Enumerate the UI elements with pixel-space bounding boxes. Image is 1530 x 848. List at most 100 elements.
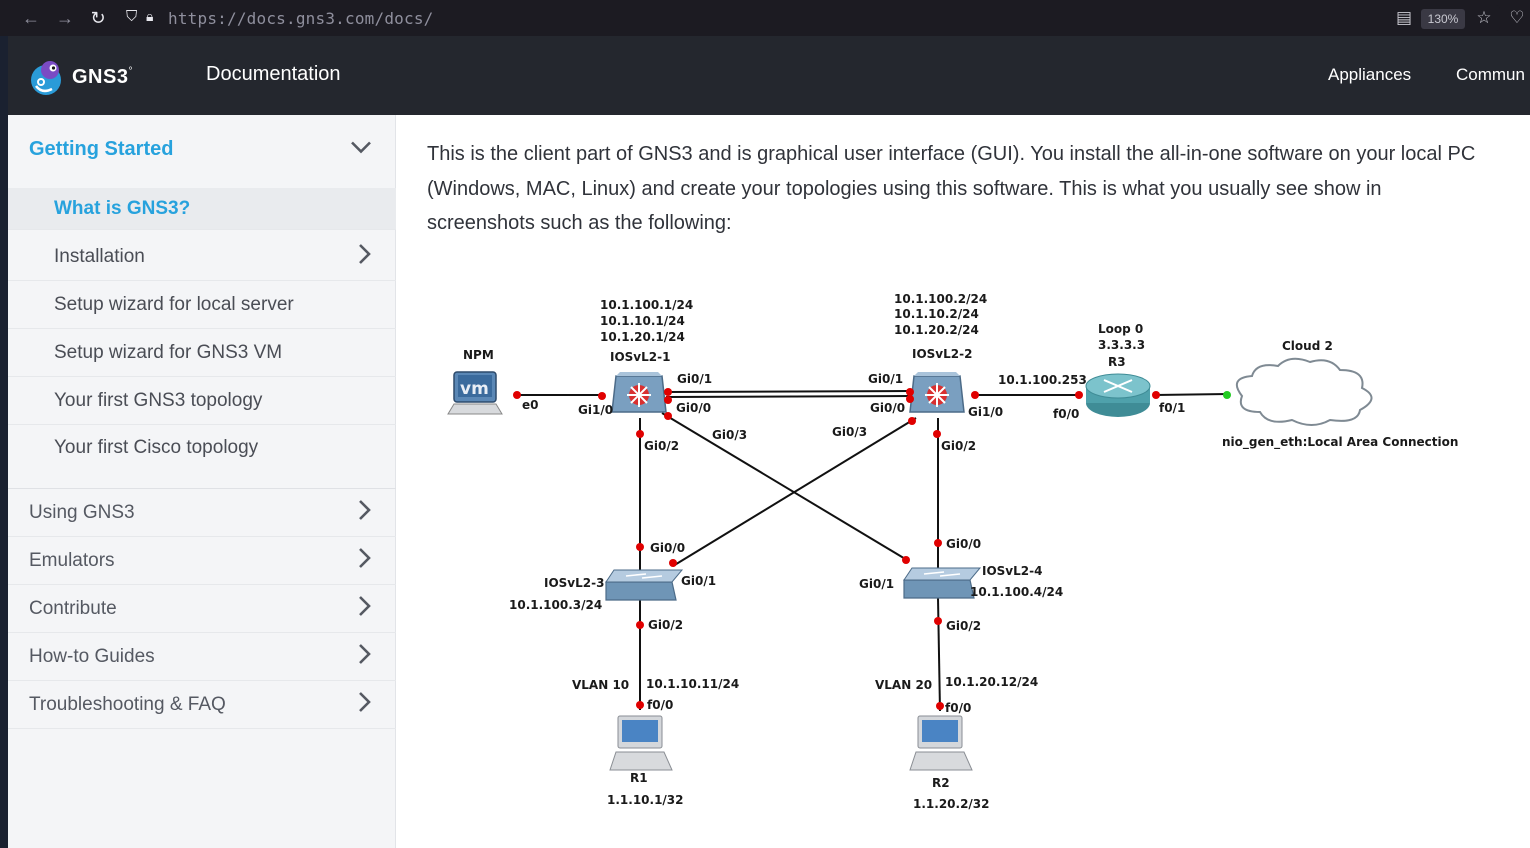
- window-edge: [0, 36, 8, 848]
- doc-content: This is the client part of GNS3 and is g…: [396, 115, 1530, 848]
- host-r2-node[interactable]: [909, 715, 973, 771]
- sidebar-item-how-to-guides[interactable]: How-to Guides: [8, 633, 396, 681]
- sidebar-item-label: Your first Cisco topology: [54, 436, 259, 458]
- r3-port-f01: f0/1: [1159, 401, 1185, 415]
- topology-links: [518, 390, 1229, 712]
- chevron-right-icon[interactable]: [358, 643, 372, 671]
- reader-mode-icon[interactable]: ▤: [1395, 8, 1413, 27]
- sw1-label: IOSvL2-1: [610, 350, 670, 364]
- sidebar-item-emulators[interactable]: Emulators: [8, 537, 396, 585]
- zoom-level-badge[interactable]: 130%: [1421, 9, 1465, 29]
- sidebar-item-label: What is GNS3?: [54, 197, 191, 219]
- gns3-topology-screenshot: vm NPM e0 10.1.100.1/24 10.1.10.1/24 10.…: [447, 292, 1458, 811]
- sw2-ip-3: 10.1.20.2/24: [894, 323, 979, 337]
- router-r3-node[interactable]: [1085, 373, 1151, 417]
- logo-text: GNS3: [72, 65, 129, 88]
- site-header: GNS3 ° Documentation Appliances Commun: [8, 36, 1530, 115]
- host-r1-node[interactable]: [609, 715, 673, 771]
- sw2-label: IOSvL2-2: [912, 347, 972, 361]
- sw2-port-gi02: Gi0/2: [941, 439, 976, 453]
- sidebar-item-label: Contribute: [29, 597, 117, 619]
- bookmark-star-icon[interactable]: ☆: [1476, 8, 1492, 27]
- link-sw1-sw2-b: [665, 395, 911, 398]
- sw2-port-gi01: Gi0/1: [868, 372, 903, 386]
- sidebar-item-contribute[interactable]: Contribute: [8, 585, 396, 633]
- switch-iosvl2-2-node[interactable]: [909, 372, 965, 413]
- reload-icon[interactable]: ↻: [90, 7, 106, 28]
- chevron-down-icon[interactable]: [350, 139, 372, 160]
- chevron-right-icon[interactable]: [358, 243, 372, 271]
- cloud-port-dot: [1223, 391, 1231, 399]
- sidebar-item-label: Installation: [54, 245, 145, 267]
- sidebar-item-label: Troubleshooting & FAQ: [29, 693, 226, 715]
- link-sw1-sw4: [661, 412, 908, 561]
- r1-ip: 1.1.10.1/32: [607, 793, 684, 807]
- r3-loop-label: Loop 0: [1098, 322, 1143, 336]
- intro-paragraph: This is the client part of GNS3 and is g…: [427, 143, 1476, 234]
- sidebar-item-first-gns3-topology[interactable]: Your first GNS3 topology: [8, 377, 396, 425]
- sidebar-item-label: How-to Guides: [29, 645, 155, 667]
- cloud-label: Cloud 2: [1282, 339, 1333, 353]
- r2-vlan-label: VLAN 20: [875, 678, 932, 692]
- chevron-right-icon[interactable]: [358, 547, 372, 575]
- link-sw4-r2: [937, 597, 941, 712]
- sidebar-item-troubleshooting-faq[interactable]: Troubleshooting & FAQ: [8, 681, 396, 729]
- sidebar-item-first-cisco-topology[interactable]: Your first Cisco topology: [8, 425, 396, 489]
- cloud-connection-label: nio_gen_eth:Local Area Connection: [1222, 435, 1458, 450]
- sw4-label: IOSvL2-4: [982, 564, 1042, 578]
- sidebar-section-getting-started[interactable]: Getting Started: [8, 119, 396, 179]
- forward-arrow-icon[interactable]: →: [56, 7, 74, 28]
- back-arrow-icon[interactable]: ←: [22, 7, 40, 28]
- chevron-right-icon[interactable]: [358, 595, 372, 623]
- r2-label: R2: [932, 776, 950, 790]
- vm-badge: vm: [460, 379, 489, 399]
- sw1-port-gi02: Gi0/2: [644, 439, 679, 453]
- chameleon-logo-icon: [31, 61, 61, 95]
- sidebar-item-what-is-gns3[interactable]: What is GNS3?: [8, 188, 396, 230]
- sidebar-section-label: Getting Started: [29, 137, 174, 160]
- docs-sidebar: Getting Started What is GNS3? Installati…: [8, 115, 396, 848]
- npm-port-label: e0: [522, 398, 539, 412]
- r3-loop-ip: 3.3.3.3: [1098, 338, 1145, 352]
- link-r3-cloud: [1154, 393, 1229, 396]
- sidebar-item-using-gns3[interactable]: Using GNS3: [8, 489, 396, 537]
- npm-vm-node[interactable]: vm: [447, 371, 503, 415]
- r2-link-ip: 10.1.20.12/24: [945, 675, 1038, 689]
- sidebar-item-label: Setup wizard for local server: [54, 293, 294, 315]
- sidebar-item-label: Your first GNS3 topology: [54, 389, 263, 411]
- browser-toolbar: ← → ↻ ⛉ 🔒︎ https://docs.gns3.com/docs/ ▤…: [0, 0, 1530, 36]
- sidebar-item-label: Setup wizard for GNS3 VM: [54, 341, 283, 363]
- switch-iosvl2-3-node[interactable]: [605, 569, 684, 601]
- switch-iosvl2-1-node[interactable]: [611, 372, 667, 413]
- sidebar-item-installation[interactable]: Installation: [8, 233, 396, 281]
- r2-ip: 1.1.20.2/32: [913, 797, 990, 811]
- switch-iosvl2-4-node[interactable]: [903, 567, 982, 599]
- r1-port-f00: f0/0: [647, 698, 673, 712]
- shield-icon[interactable]: ⛉: [126, 8, 138, 25]
- sw2-ip-2: 10.1.10.2/24: [894, 307, 979, 321]
- logo-registered-mark: °: [128, 65, 133, 77]
- sw3-label: IOSvL2-3: [544, 576, 604, 590]
- sw1-port-gi01: Gi0/1: [677, 372, 712, 386]
- chevron-right-icon[interactable]: [358, 691, 372, 719]
- port-status-dots: [513, 388, 1160, 710]
- sw4-ip: 10.1.100.4/24: [970, 585, 1063, 599]
- sw3-ip: 10.1.100.3/24: [509, 598, 602, 612]
- pocket-icon[interactable]: ♡: [1509, 8, 1525, 27]
- sw3-port-gi00: Gi0/0: [650, 541, 685, 555]
- url-bar[interactable]: ⛉ 🔒︎ https://docs.gns3.com/docs/: [120, 5, 1500, 31]
- sidebar-item-setup-wizard-vm[interactable]: Setup wizard for GNS3 VM: [8, 329, 396, 377]
- nav-link-appliances[interactable]: Appliances: [1328, 65, 1412, 84]
- sw4-port-gi02: Gi0/2: [946, 619, 981, 633]
- gns3-logo[interactable]: GNS3 °: [28, 56, 132, 98]
- header-title[interactable]: Documentation: [206, 63, 341, 85]
- sw4-port-gi01: Gi0/1: [859, 577, 894, 591]
- sidebar-item-setup-wizard-local[interactable]: Setup wizard for local server: [8, 281, 396, 329]
- sw3-port-gi02: Gi0/2: [648, 618, 683, 632]
- nav-link-community[interactable]: Commun: [1456, 65, 1525, 84]
- lock-icon[interactable]: 🔒︎: [146, 8, 154, 24]
- sw3-port-gi01: Gi0/1: [681, 574, 716, 588]
- chevron-right-icon[interactable]: [358, 499, 372, 527]
- cloud-node[interactable]: [1235, 357, 1373, 426]
- url-text: https://docs.gns3.com/docs/: [168, 8, 434, 28]
